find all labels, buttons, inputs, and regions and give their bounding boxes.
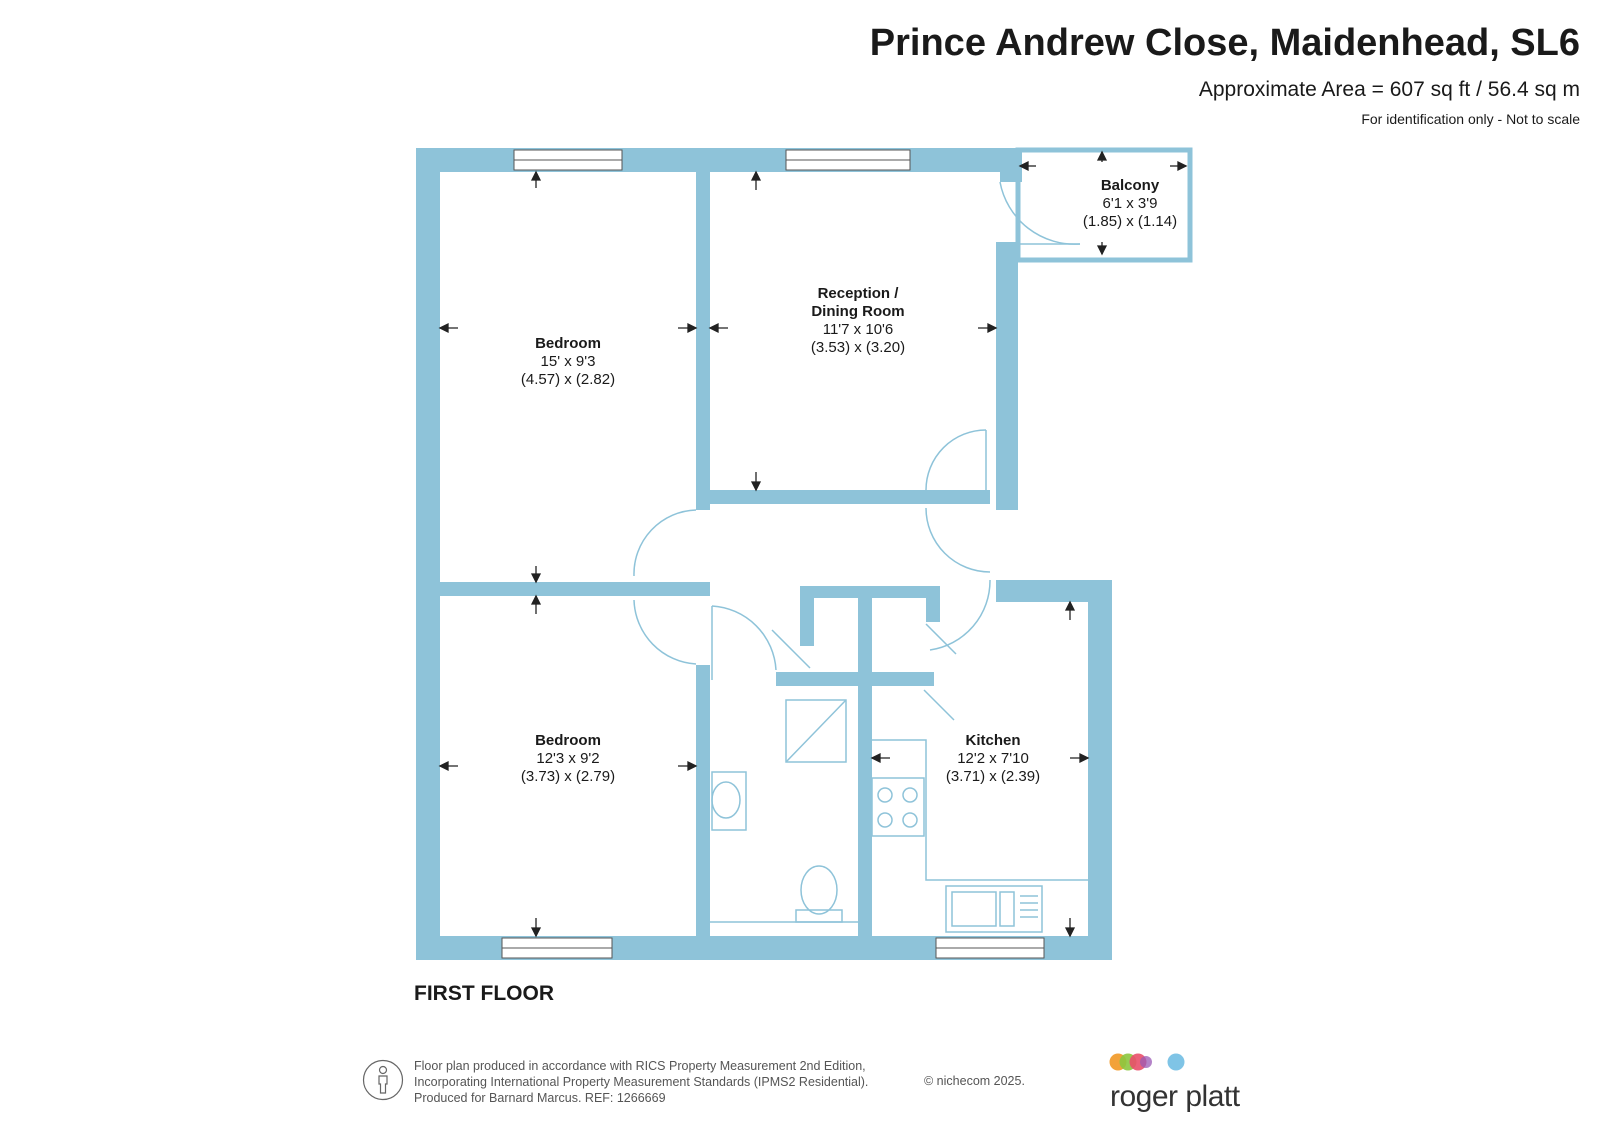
balcony-name: Balcony [1101, 177, 1160, 194]
bedroom2-imperial: 12'3 x 9'2 [536, 750, 599, 767]
sink [945, 885, 1043, 933]
bedroom1-metric: (4.57) x (2.82) [521, 371, 615, 388]
wall-bed2-bath [696, 665, 710, 941]
wall-reception-right [996, 242, 1018, 510]
person-info-icon [362, 1059, 404, 1101]
toilet-cistern [795, 909, 843, 923]
kitchen-imperial: 12'2 x 7'10 [957, 750, 1029, 767]
balcony-outline [1015, 147, 1193, 263]
wall-top [416, 148, 1022, 172]
approximate-area: Approximate Area = 607 sq ft / 56.4 sq m [1198, 78, 1580, 101]
floor-label: FIRST FLOOR [414, 982, 554, 1005]
balcony-metric: (1.85) x (1.14) [1083, 213, 1177, 230]
room-labels: Bedroom 15' x 9'3 (4.57) x (2.82) Recept… [521, 177, 1177, 785]
roger-platt-logo [1109, 1053, 1185, 1071]
reception-name-1: Reception / [818, 285, 900, 302]
wall-bed1-reception [696, 168, 710, 510]
reception-imperial: 11'7 x 10'6 [823, 321, 894, 338]
balcony-imperial: 6'1 x 3'9 [1103, 195, 1158, 212]
page-title: Prince Andrew Close, Maidenhead, SL6 [869, 22, 1580, 64]
reception-name-2: Dining Room [811, 303, 904, 320]
kitchen-name: Kitchen [965, 732, 1020, 749]
reception-metric: (3.53) x (3.20) [811, 339, 905, 356]
wall-cupboard-left [800, 586, 814, 646]
hob [871, 777, 925, 837]
toilet-bowl [800, 865, 838, 915]
footer-line-2: Incorporating International Property Mea… [414, 1075, 869, 1089]
footer-text: Floor plan produced in accordance with R… [414, 1058, 868, 1106]
wall-cupboard-right [926, 586, 940, 622]
kitchen-fixtures [871, 739, 1088, 933]
wall-left [416, 148, 440, 960]
walls [416, 148, 1112, 960]
windows [501, 149, 1045, 959]
footer-line-1: Floor plan produced in accordance with R… [414, 1059, 866, 1073]
footer-line-3: Produced for Barnard Marcus. REF: 126666… [414, 1091, 666, 1105]
bathroom-fixtures [710, 699, 858, 923]
copyright: © nichecom 2025. [924, 1074, 1025, 1088]
shower-tray [785, 699, 847, 763]
wall-reception-bottom [696, 490, 990, 504]
wall-right-kitchen [1088, 580, 1112, 960]
wall-cupboard-top [800, 586, 940, 598]
wall-bath-kitchen [858, 598, 872, 938]
logo-dot-purple [1140, 1056, 1152, 1068]
scale-note: For identification only - Not to scale [1361, 111, 1580, 127]
bedroom2-metric: (3.73) x (2.79) [521, 768, 615, 785]
logo-dot-blue [1167, 1053, 1185, 1071]
bedroom2-name: Bedroom [535, 732, 601, 749]
washbasin [711, 771, 747, 831]
wall-bed1-bed2 [436, 582, 710, 596]
wall-cupboard-bottom [776, 672, 934, 686]
wall-kitchen-top [996, 580, 1112, 602]
kitchen-metric: (3.71) x (2.39) [946, 768, 1040, 785]
bedroom1-imperial: 15' x 9'3 [541, 353, 596, 370]
door-swings [633, 181, 1081, 721]
dimension-arrows [438, 150, 1188, 938]
logo-text: roger platt [1110, 1080, 1240, 1113]
bedroom1-name: Bedroom [535, 335, 601, 352]
